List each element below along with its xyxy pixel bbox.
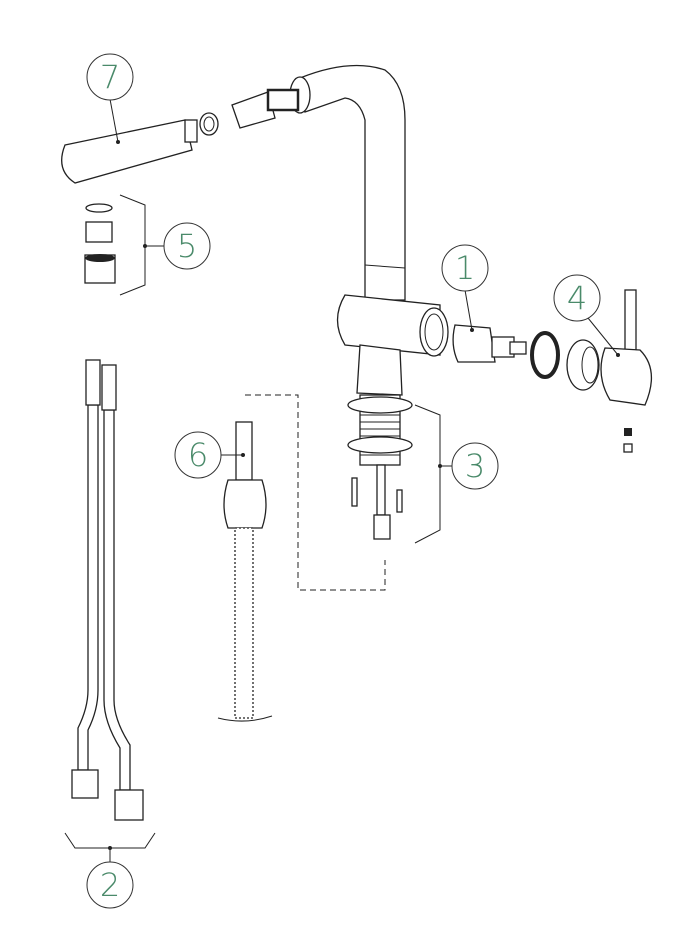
- part-7-spray-head: [61, 88, 300, 184]
- faucet-spout: [289, 64, 449, 396]
- callout-4: 4: [553, 274, 601, 322]
- part-2-supply-hoses: [64, 359, 156, 849]
- callout-5: 5: [163, 222, 211, 270]
- part-1-cartridge: [452, 324, 600, 391]
- callout-7-label: 7: [100, 58, 120, 96]
- callout-2: 2: [86, 861, 134, 909]
- part-6-pullout-hose: [217, 394, 386, 722]
- callout-1: 1: [441, 244, 489, 292]
- callout-6-label: 6: [188, 436, 208, 474]
- part-3-mounting-kit: [347, 394, 441, 544]
- leader-lines: [108, 98, 620, 863]
- part-4-handle: [600, 289, 652, 453]
- callout-3: 3: [451, 442, 499, 490]
- callout-6: 6: [174, 431, 222, 479]
- callout-1-label: 1: [455, 249, 475, 287]
- callout-4-label: 4: [567, 279, 587, 317]
- callout-5-label: 5: [177, 227, 197, 265]
- callout-2-label: 2: [100, 866, 120, 904]
- part-5-aerator: [84, 194, 146, 296]
- callout-7: 7: [86, 53, 134, 101]
- callout-3-label: 3: [465, 447, 485, 485]
